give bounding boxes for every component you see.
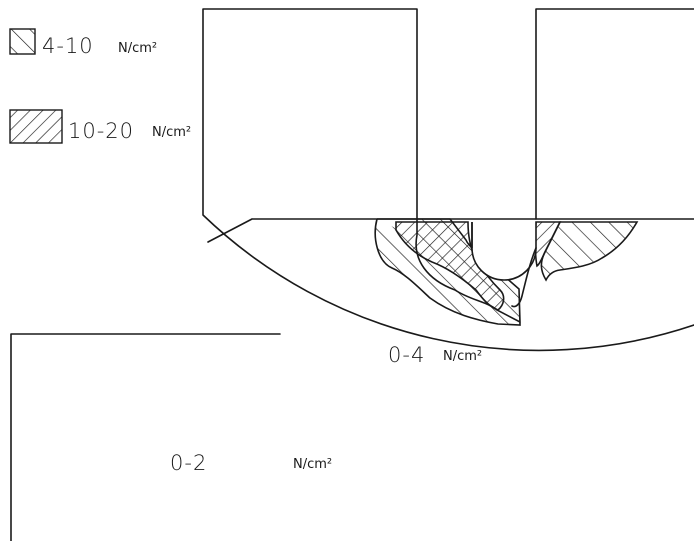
legend-range-4-10: 4-10 (42, 34, 94, 58)
zone-base-range: 0-2 (170, 451, 207, 475)
zone-edge-right (511, 247, 537, 308)
zone-blade-range: 0-4 (388, 343, 425, 367)
legend-unit-4-10: N/cm² (118, 41, 157, 56)
zone-4-10-right (540, 221, 639, 282)
base-block-outline (10, 333, 281, 541)
tool-body-outline (202, 8, 694, 352)
notch-outline (471, 222, 537, 281)
zone-blade-unit: N/cm² (443, 349, 482, 364)
legend-range-10-20: 10-20 (68, 119, 134, 143)
legend-unit-10-20: N/cm² (152, 125, 191, 140)
zone-base-unit: N/cm² (293, 457, 332, 472)
legend-swatch-10-20 (9, 109, 63, 144)
contact-line (207, 218, 694, 243)
legend-swatch-4-10 (9, 28, 36, 55)
